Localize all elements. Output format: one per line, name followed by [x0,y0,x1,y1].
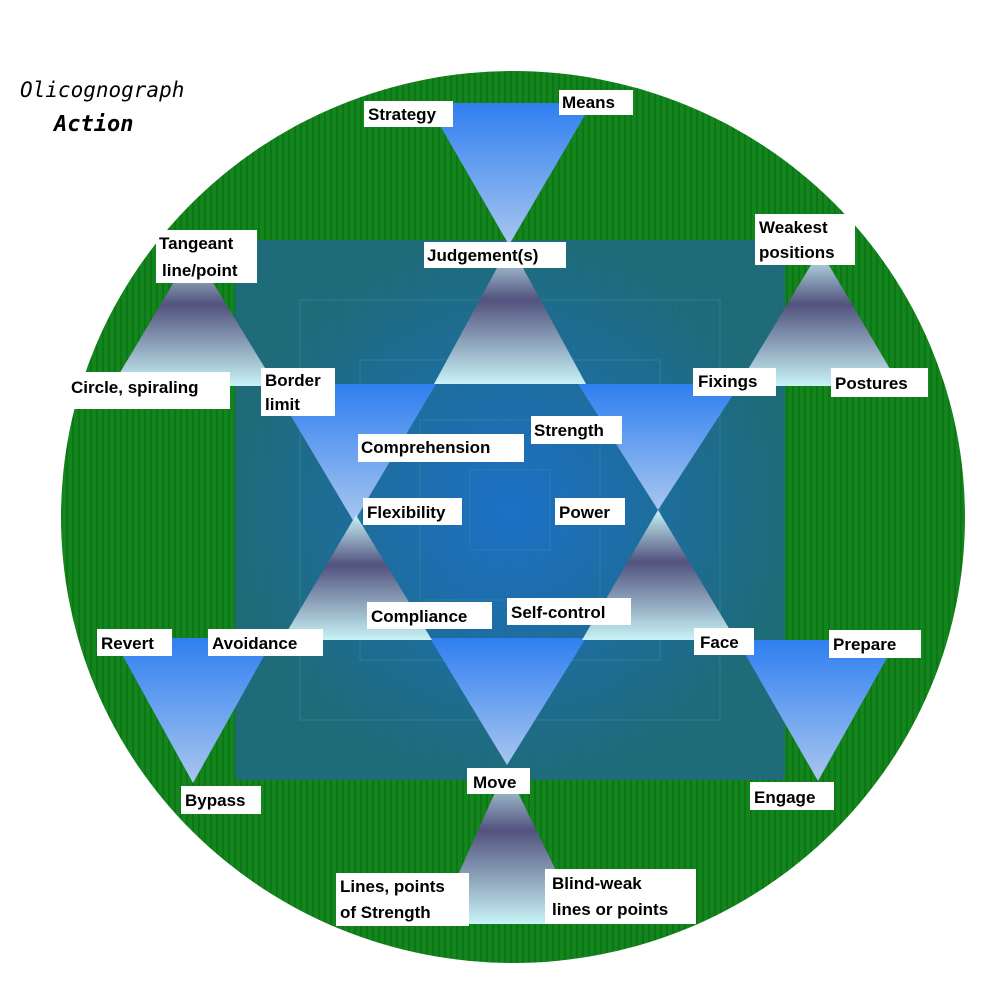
triangle-lower-center [430,638,586,765]
label-compliance: Compliance [371,607,467,626]
triangle-upper-left [272,384,436,522]
triangle-weakest [738,250,900,386]
label-border-1: Border [265,371,321,390]
labels: Strategy Means Judgement(s) Tangeant lin… [67,90,928,926]
diagram-title: Olicognograph [20,78,184,102]
label-tangeant-2: line/point [162,261,238,280]
label-prepare: Prepare [833,635,896,654]
label-blind-weak-1: Blind-weak [552,874,642,893]
triangle-lower-right [737,640,897,781]
label-weakest-2: positions [759,243,835,262]
down-triangles [113,103,897,783]
label-border-2: limit [265,395,300,414]
label-face: Face [700,633,739,652]
label-move: Move [473,773,516,792]
label-means: Means [562,93,615,112]
triangle-tangeant [112,250,276,386]
label-circle-spiraling: Circle, spiraling [71,378,199,397]
label-tangeant-1: Tangeant [159,234,234,253]
label-postures: Postures [835,374,908,393]
label-avoidance: Avoidance [212,634,297,653]
label-lines-points-1: Lines, points [340,877,445,896]
label-flexibility: Flexibility [367,503,446,522]
label-revert: Revert [101,634,154,653]
label-strategy: Strategy [368,105,437,124]
label-judgements: Judgement(s) [427,246,538,265]
label-comprehension: Comprehension [361,438,490,457]
label-lines-points-2: of Strength [340,903,431,922]
title-block: Olicognograph Action [14,74,226,142]
label-weakest-1: Weakest [759,218,828,237]
label-strength: Strength [534,421,604,440]
label-engage: Engage [754,788,815,807]
label-power: Power [559,503,610,522]
triangle-upper-right [578,384,740,510]
diagram-subtitle: Action [52,112,133,137]
label-bypass: Bypass [185,791,245,810]
triangle-top [427,103,592,245]
label-self-control: Self-control [511,603,605,622]
label-fixings: Fixings [698,372,758,391]
triangle-lower-left [113,638,274,783]
label-blind-weak-2: lines or points [552,900,668,919]
triangle-judgement [434,244,586,384]
